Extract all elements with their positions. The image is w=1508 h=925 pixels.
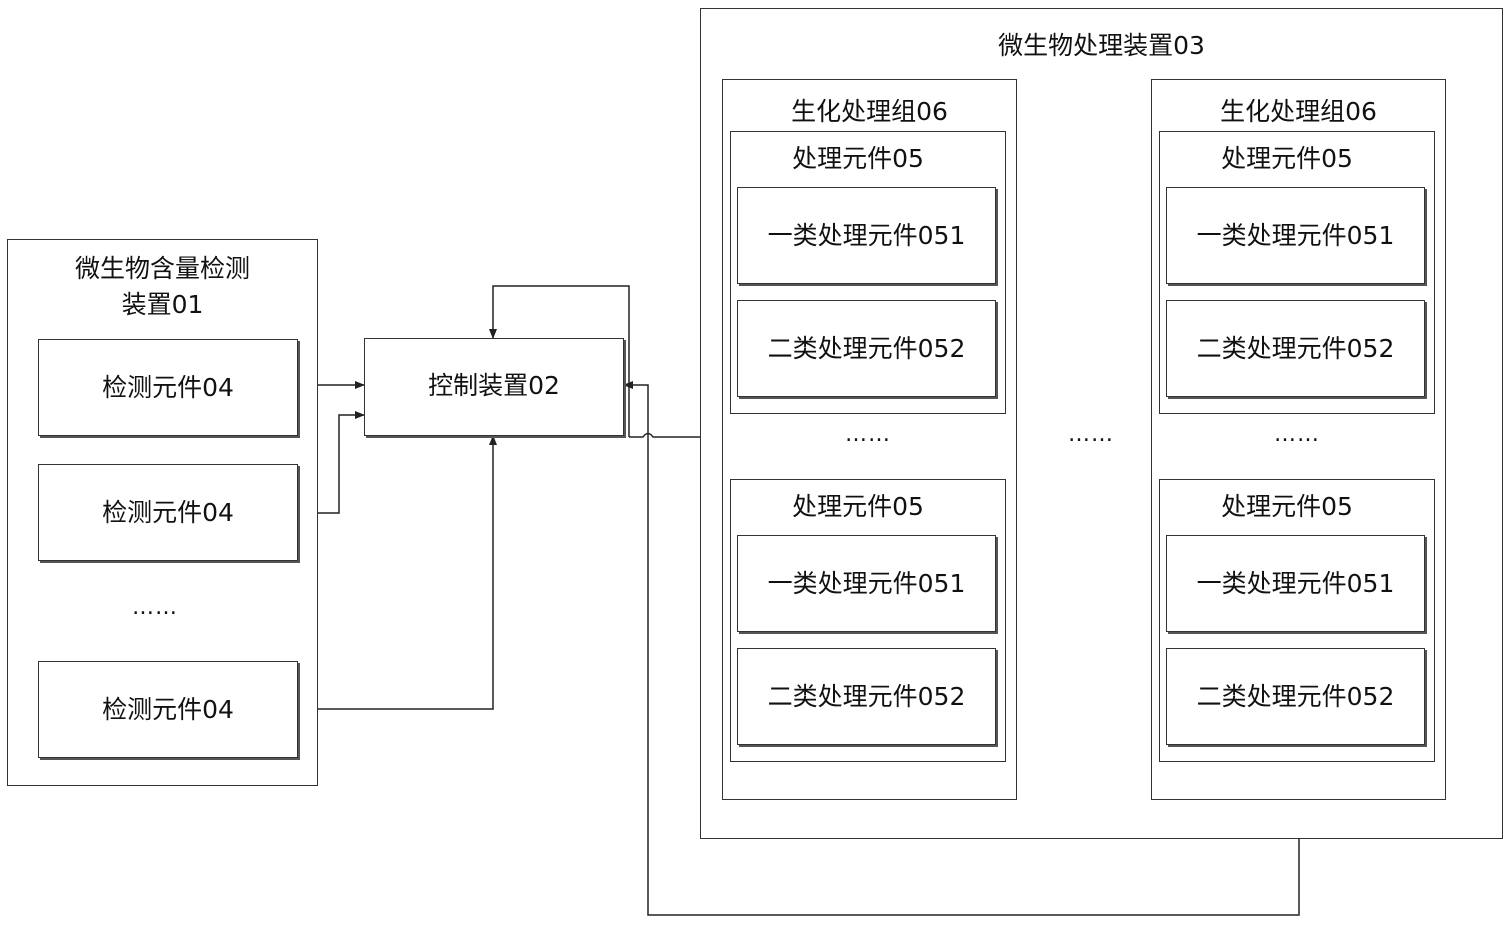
unit-ellipsis: …… [1274,422,1320,447]
type2-processing-element-label: 二类处理元件052 [767,681,966,711]
detection-device-title-line2: 装置01 [121,290,204,319]
unit-ellipsis: …… [845,422,891,447]
type2-processing-element: 二类处理元件052 [1166,648,1425,745]
processing-unit-title: 处理元件05 [792,492,924,521]
processing-unit-title: 处理元件05 [792,144,924,173]
control-device: 控制装置02 [364,338,624,436]
detection-ellipsis: …… [132,595,178,620]
detection-device-title-line1: 微生物含量检测 [74,254,250,283]
type1-processing-element-label: 一类处理元件051 [1196,220,1395,250]
type1-processing-element-label: 一类处理元件051 [1196,568,1395,598]
biochemical-group-title: 生化处理组06 [791,97,948,126]
wire-control-feedback [489,285,630,437]
type2-processing-element-label: 二类处理元件052 [1196,333,1395,363]
type2-processing-element-label: 二类处理元件052 [1196,681,1395,711]
wire-detect2-to-control [298,411,365,514]
type2-processing-element: 二类处理元件052 [1166,300,1425,397]
detection-element-label: 检测元件04 [102,372,234,402]
detection-element: 检测元件04 [38,661,298,758]
control-device-label: 控制装置02 [428,371,560,400]
type1-processing-element: 一类处理元件051 [1166,187,1425,284]
wire-processing-to-control [623,381,1300,916]
type1-processing-element-label: 一类处理元件051 [767,568,966,598]
type1-processing-element: 一类处理元件051 [737,187,996,284]
type2-processing-element: 二类处理元件052 [737,648,996,745]
biochemical-group-title: 生化处理组06 [1220,97,1377,126]
type1-processing-element-label: 一类处理元件051 [767,220,966,250]
type1-processing-element: 一类处理元件051 [1166,535,1425,632]
type2-processing-element: 二类处理元件052 [737,300,996,397]
type1-processing-element: 一类处理元件051 [737,535,996,632]
detection-element-label: 检测元件04 [102,497,234,527]
detection-element-label: 检测元件04 [102,694,234,724]
detection-element: 检测元件04 [38,339,298,436]
type2-processing-element-label: 二类处理元件052 [767,333,966,363]
wire-detect3-to-control [298,435,497,710]
processing-unit-title: 处理元件05 [1221,144,1353,173]
group-ellipsis: …… [1068,422,1114,447]
detection-element: 检测元件04 [38,464,298,561]
processing-unit-title: 处理元件05 [1221,492,1353,521]
processing-device-title: 微生物处理装置03 [998,31,1205,60]
